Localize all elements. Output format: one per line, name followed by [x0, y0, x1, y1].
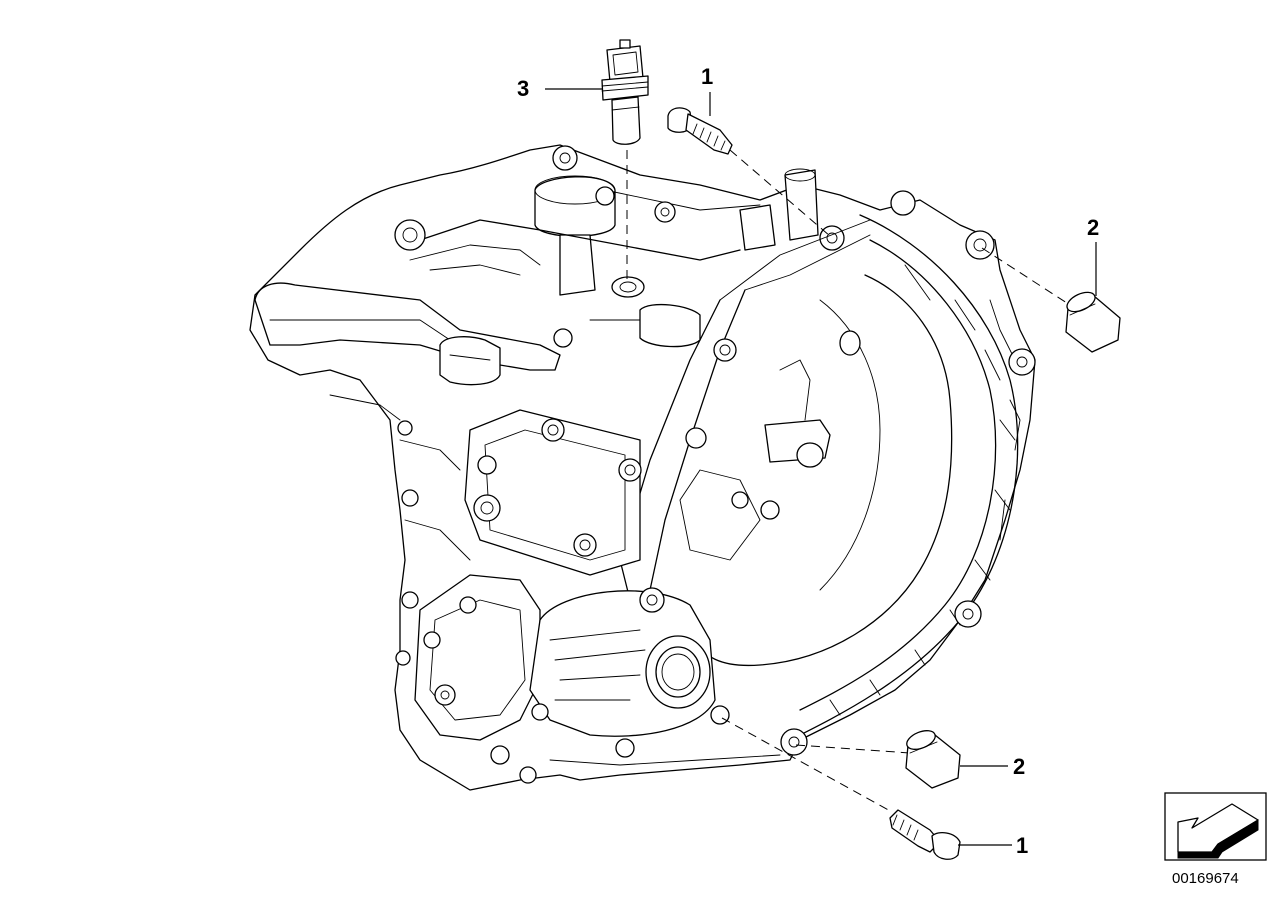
callout-labels: 3 1 2 2 1	[517, 64, 1099, 858]
bolt-top-part	[667, 107, 733, 155]
bolt-bottom-part	[889, 809, 961, 860]
sleeve-top-part	[1065, 291, 1121, 353]
transmission-housing	[249, 144, 1036, 791]
callout-bolt-top: 1	[701, 64, 713, 89]
alignment-lines	[626, 149, 1071, 813]
arrow-view-icon	[1164, 792, 1267, 861]
callout-sleeve-bottom: 2	[1013, 754, 1025, 779]
sensor-part	[601, 39, 649, 145]
sleeve-bottom-part	[905, 730, 961, 789]
callout-sensor: 3	[517, 76, 529, 101]
diagram-number: 00169674	[1172, 870, 1239, 887]
callout-sleeve-top: 2	[1087, 215, 1099, 240]
leader-lines	[545, 88, 1097, 846]
callout-bolt-bottom: 1	[1016, 833, 1028, 858]
